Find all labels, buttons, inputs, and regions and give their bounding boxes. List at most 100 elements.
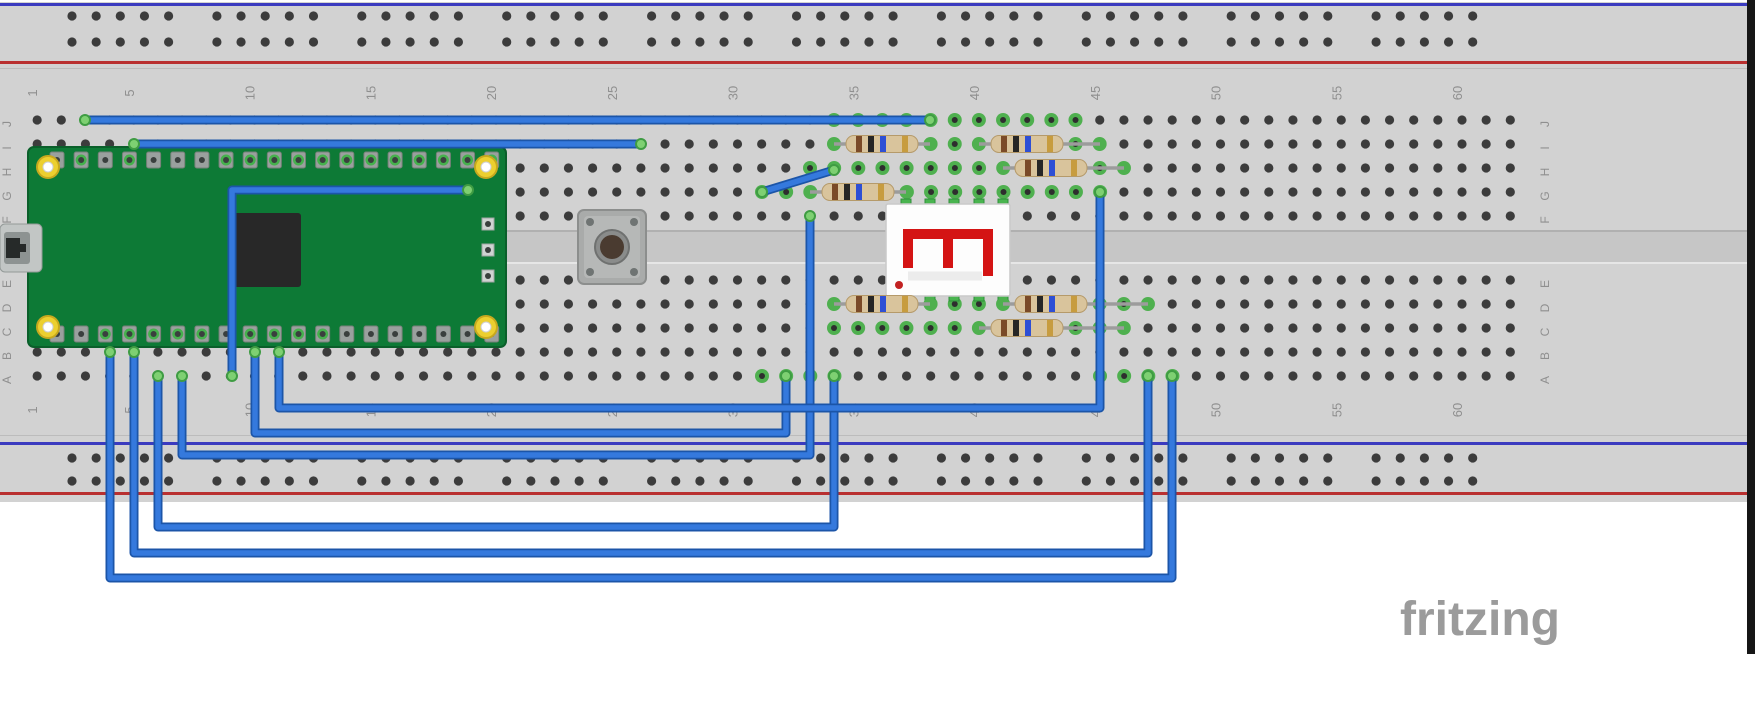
row-label: C [1538,327,1552,336]
color-band [1049,296,1055,312]
color-band [1047,320,1053,336]
hole [759,373,765,379]
raspberry-pi-pico[interactable] [0,146,507,348]
hole [950,371,960,381]
resistors-layer [803,135,1155,337]
jumper-wire[interactable] [226,184,474,382]
mount-hole [42,161,54,173]
row-label: B [1538,352,1552,360]
hole [1433,139,1443,149]
jumper-wire[interactable] [128,138,647,150]
resistor[interactable] [827,295,937,313]
seven-segment-display[interactable] [885,198,1011,302]
hole [732,211,743,221]
hole [781,299,791,309]
wire-end[interactable] [1166,370,1178,382]
pushbutton[interactable] [577,209,647,285]
wire-end[interactable] [804,210,816,222]
rail-hole [936,453,947,463]
resistor[interactable] [803,183,913,201]
resistor[interactable] [996,295,1155,313]
hole [1384,163,1395,173]
resistor[interactable] [972,135,1107,153]
jumper-wire[interactable] [152,370,840,532]
resistor[interactable] [996,159,1131,177]
mount-hole [480,321,492,333]
hole [56,347,66,357]
hole [708,371,718,381]
pin-hole [392,157,399,163]
wire-end[interactable] [273,346,285,358]
rail-hole [1443,37,1454,47]
wire-end[interactable] [756,186,768,198]
rail-hole [405,37,415,47]
hole [1481,347,1491,357]
wire-end[interactable] [226,370,238,382]
column-label: 40 [967,86,982,100]
hole [1167,115,1177,125]
jumper-wire[interactable] [79,114,936,126]
hole [879,165,886,171]
hole [732,347,743,357]
channel-edge [0,230,1755,232]
hole [684,347,694,357]
rail-hole [985,476,995,486]
wire-end[interactable] [249,346,261,358]
rail-hole [840,37,850,47]
color-band [1071,160,1077,176]
wire-end[interactable] [152,370,164,382]
jumper-wire[interactable] [104,346,1178,583]
hole [708,139,718,149]
rail-hole [671,11,681,21]
wire-end[interactable] [828,370,840,382]
pin-hole [464,157,471,163]
jumper-wire[interactable] [128,346,1154,558]
wire-end[interactable] [828,164,840,176]
rail-hole [1105,37,1116,47]
resistor[interactable] [827,135,937,153]
wire-end[interactable] [104,346,116,358]
column-label: 20 [484,86,499,100]
hole [1071,275,1081,285]
jumper-wire[interactable] [273,186,1106,413]
jumper-wire[interactable] [756,164,840,198]
hole [1264,323,1274,333]
wire-end[interactable] [128,346,140,358]
row-label: A [0,376,14,384]
hole [515,299,525,309]
resistor[interactable] [972,319,1131,337]
wire-end[interactable] [780,370,792,382]
pin-hole [295,157,302,163]
wire-end[interactable] [1142,370,1154,382]
rail-hole [1130,37,1140,47]
fritzing-watermark: fritzing [1400,593,1560,646]
hole [1312,323,1322,333]
button-cap[interactable] [600,235,624,259]
hole [660,275,670,285]
hole [974,371,984,381]
rail-hole [888,37,898,47]
jumper-wire[interactable] [176,210,816,460]
hole [636,163,646,173]
wire-end[interactable] [128,138,140,150]
wire-end[interactable] [635,138,647,150]
hole [1288,139,1298,149]
hole [1288,371,1298,381]
wire-end[interactable] [79,114,91,126]
wire-end[interactable] [924,114,936,126]
rail-hole [67,37,77,47]
wire-core [229,187,471,379]
wire-end[interactable] [176,370,188,382]
color-band [1047,136,1053,152]
row-label: H [0,168,14,177]
hole [1312,347,1322,357]
hole [1505,323,1515,333]
wire-end[interactable] [462,184,474,196]
column-label: 1 [25,89,40,96]
color-band [1001,136,1007,152]
rail-hole [888,476,898,486]
color-band [868,136,874,152]
wire-end[interactable] [1094,186,1106,198]
hole [1167,299,1177,309]
wire-core [759,167,837,195]
